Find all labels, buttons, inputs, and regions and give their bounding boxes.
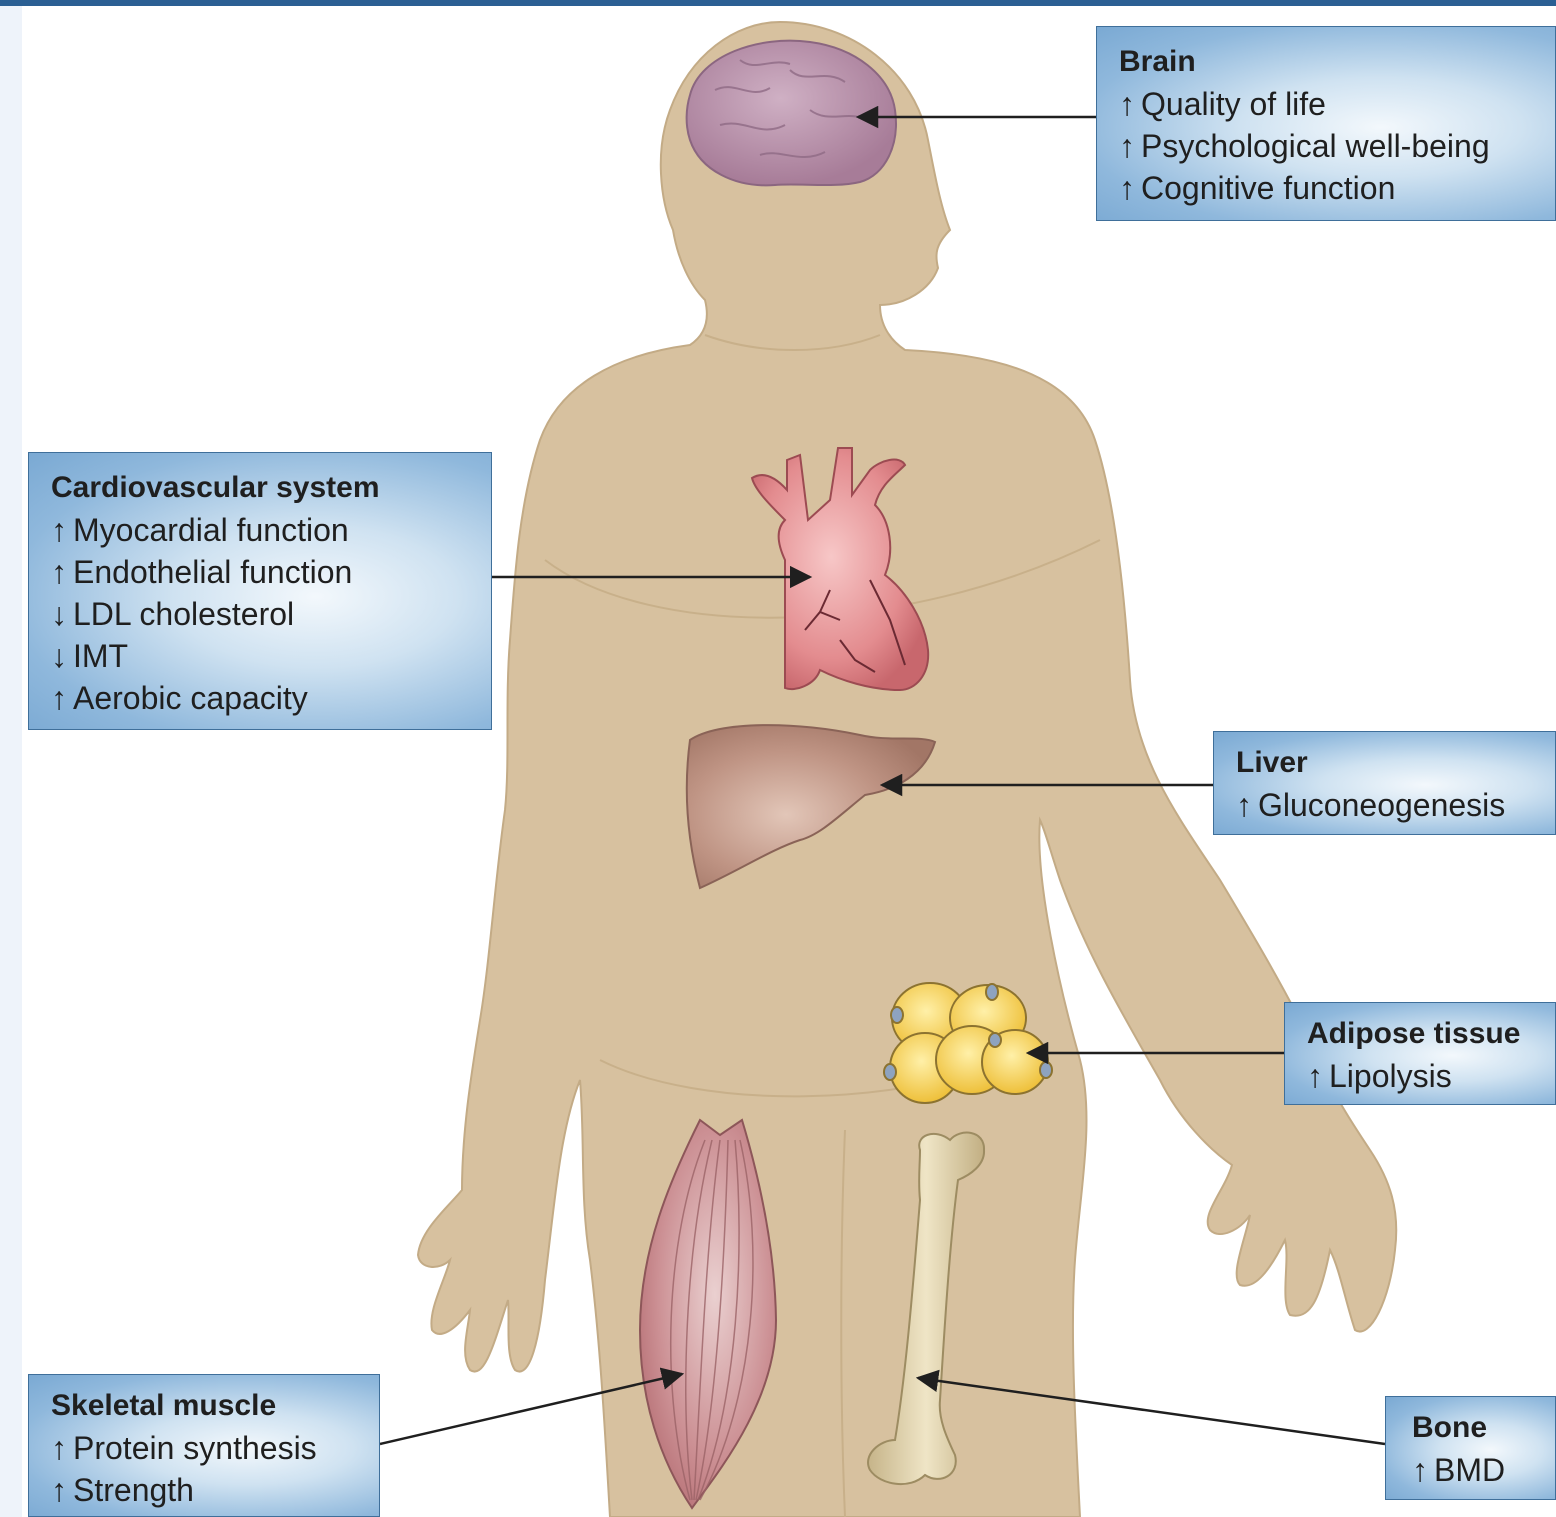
brain-label-box: Brain ↑Quality of life ↑Psychological we… bbox=[1096, 26, 1556, 221]
bone-title: Bone bbox=[1412, 1407, 1555, 1449]
adipose-label-box: Adipose tissue ↑Lipolysis bbox=[1284, 1002, 1556, 1105]
liver-title: Liver bbox=[1236, 742, 1555, 784]
brain-title: Brain bbox=[1119, 41, 1555, 83]
cardio-item: ↓IMT bbox=[51, 635, 491, 677]
brain-illustration bbox=[687, 41, 896, 186]
cardio-label-box: Cardiovascular system ↑Myocardial functi… bbox=[28, 452, 492, 730]
cardio-item: ↓LDL cholesterol bbox=[51, 593, 491, 635]
cardio-item: ↑Myocardial function bbox=[51, 509, 491, 551]
cardio-item: ↑Endothelial function bbox=[51, 551, 491, 593]
brain-item: ↑Quality of life bbox=[1119, 83, 1555, 125]
cardio-title: Cardiovascular system bbox=[51, 467, 491, 509]
brain-item: ↑Cognitive function bbox=[1119, 167, 1555, 209]
muscle-item: ↑Protein synthesis bbox=[51, 1427, 379, 1469]
muscle-title: Skeletal muscle bbox=[51, 1385, 379, 1427]
bone-label-box: Bone ↑BMD bbox=[1385, 1396, 1556, 1500]
muscle-item: ↑Strength bbox=[51, 1469, 379, 1511]
liver-label-box: Liver ↑Gluconeogenesis bbox=[1213, 731, 1556, 835]
brain-item: ↑Psychological well-being bbox=[1119, 125, 1555, 167]
bone-item: ↑BMD bbox=[1412, 1449, 1555, 1491]
cardio-item: ↑Aerobic capacity bbox=[51, 677, 491, 719]
liver-item: ↑Gluconeogenesis bbox=[1236, 784, 1555, 826]
adipose-title: Adipose tissue bbox=[1307, 1013, 1555, 1055]
adipose-item: ↑Lipolysis bbox=[1307, 1055, 1555, 1097]
muscle-label-box: Skeletal muscle ↑Protein synthesis ↑Stre… bbox=[28, 1374, 380, 1517]
